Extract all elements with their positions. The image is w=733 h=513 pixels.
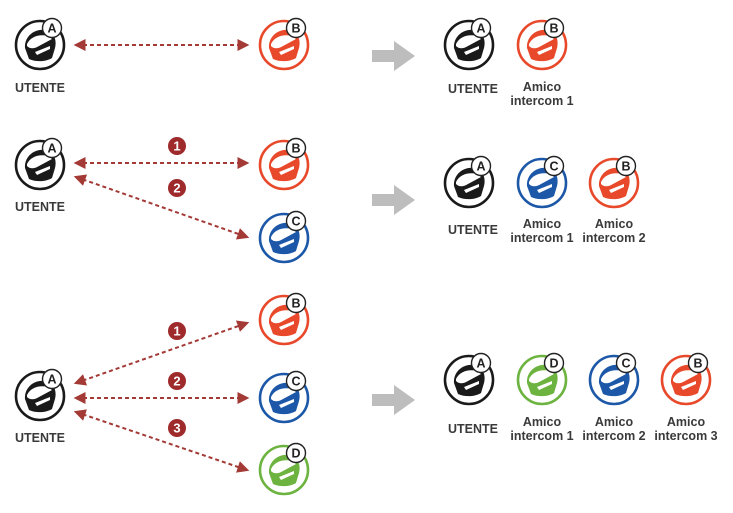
helmet-badge-letter: B (621, 159, 630, 173)
user-helmet-a: A (14, 17, 66, 71)
friend-label-amico: Amico (523, 80, 562, 94)
helmet-icon (598, 167, 630, 200)
helmet-badge-letter: B (291, 141, 300, 155)
helmet-badge-letter: D (549, 356, 558, 370)
friend-helmet-c: C (258, 210, 310, 264)
friend-helmet-d: D (258, 442, 310, 496)
helmet-icon (268, 454, 300, 487)
helmet-icon (598, 364, 630, 397)
svg-text:3: 3 (173, 421, 180, 436)
helmet-icon (268, 304, 300, 337)
helmet-icon (453, 29, 485, 62)
helmet-badge-letter: D (291, 446, 300, 460)
friend-label-amico: Amico (595, 415, 634, 429)
step-number-badge: 1 (168, 137, 186, 155)
friend-label-amico: Amico (523, 415, 562, 429)
svg-text:1: 1 (173, 324, 180, 339)
friend-label-amico: Amico (667, 415, 706, 429)
helmet-icon (268, 149, 300, 182)
friend-label-intercom-1: intercom 1 (510, 231, 573, 245)
friend-label-intercom-1: intercom 1 (510, 94, 573, 108)
friend-label-intercom-2: intercom 2 (582, 231, 645, 245)
user-label: UTENTE (15, 200, 65, 214)
right-arrow-icon (372, 41, 415, 71)
step-number-badge: 3 (168, 419, 186, 437)
pairing-dashed-arrow (73, 409, 250, 473)
friend-label-amico: Amico (595, 217, 634, 231)
helmet-badge-letter: A (47, 21, 56, 35)
helmet-icon (24, 380, 56, 413)
friend-helmet-b: B (258, 17, 310, 71)
helmet-badge-letter: B (291, 296, 300, 310)
pairing-dashed-arrow (73, 174, 250, 240)
helmet-icon (453, 364, 485, 397)
friend-helmet-b: B (258, 137, 310, 191)
friend-label-intercom-2: intercom 2 (582, 429, 645, 443)
helmet-icon (526, 29, 558, 62)
step-number-badge: 2 (168, 179, 186, 197)
result-user-label: UTENTE (448, 82, 498, 96)
friend-label-intercom-3: intercom 3 (654, 429, 717, 443)
friend-helmet-b: B (258, 292, 310, 346)
helmet-badge-letter: B (693, 356, 702, 370)
result-user-label: UTENTE (448, 422, 498, 436)
user-label: UTENTE (15, 431, 65, 445)
helmet-icon (670, 364, 702, 397)
helmet-badge-letter: C (291, 214, 300, 228)
helmet-icon (24, 149, 56, 182)
helmet-icon (268, 382, 300, 415)
helmet-icon (526, 167, 558, 200)
helmet-badge-letter: A (47, 141, 56, 155)
result-friend-helmet-d: D (516, 352, 568, 406)
helmet-icon (453, 167, 485, 200)
helmet-icon (268, 222, 300, 255)
pairing-dashed-arrow (73, 320, 250, 386)
svg-text:2: 2 (173, 374, 180, 389)
result-friend-helmet-b: B (660, 352, 712, 406)
user-helmet-a: A (14, 137, 66, 191)
svg-text:1: 1 (173, 139, 180, 154)
result-user-helmet-a: A (443, 155, 495, 209)
result-friend-helmet-b: B (588, 155, 640, 209)
helmet-badge-letter: C (549, 159, 558, 173)
helmet-badge-letter: C (291, 374, 300, 388)
helmet-badge-letter: A (47, 372, 56, 386)
helmet-badge-letter: B (549, 21, 558, 35)
helmet-icon (268, 29, 300, 62)
helmet-badge-letter: C (621, 356, 630, 370)
user-helmet-a: A (14, 368, 66, 422)
svg-text:2: 2 (173, 181, 180, 196)
result-friend-helmet-c: C (516, 155, 568, 209)
right-arrow-icon (372, 185, 415, 215)
result-user-label: UTENTE (448, 223, 498, 237)
helmet-badge-letter: A (476, 356, 485, 370)
result-user-helmet-a: A (443, 352, 495, 406)
helmet-badge-letter: A (476, 159, 485, 173)
right-arrow-icon (372, 385, 415, 415)
result-friend-helmet-b: B (516, 17, 568, 71)
user-label: UTENTE (15, 81, 65, 95)
result-user-helmet-a: A (443, 17, 495, 71)
friend-helmet-c: C (258, 370, 310, 424)
step-number-badge: 2 (168, 372, 186, 390)
result-friend-helmet-c: C (588, 352, 640, 406)
helmet-badge-letter: B (291, 21, 300, 35)
helmet-badge-letter: A (476, 21, 485, 35)
friend-label-intercom-1: intercom 1 (510, 429, 573, 443)
helmet-icon (24, 29, 56, 62)
friend-label-amico: Amico (523, 217, 562, 231)
helmet-icon (526, 364, 558, 397)
step-number-badge: 1 (168, 322, 186, 340)
